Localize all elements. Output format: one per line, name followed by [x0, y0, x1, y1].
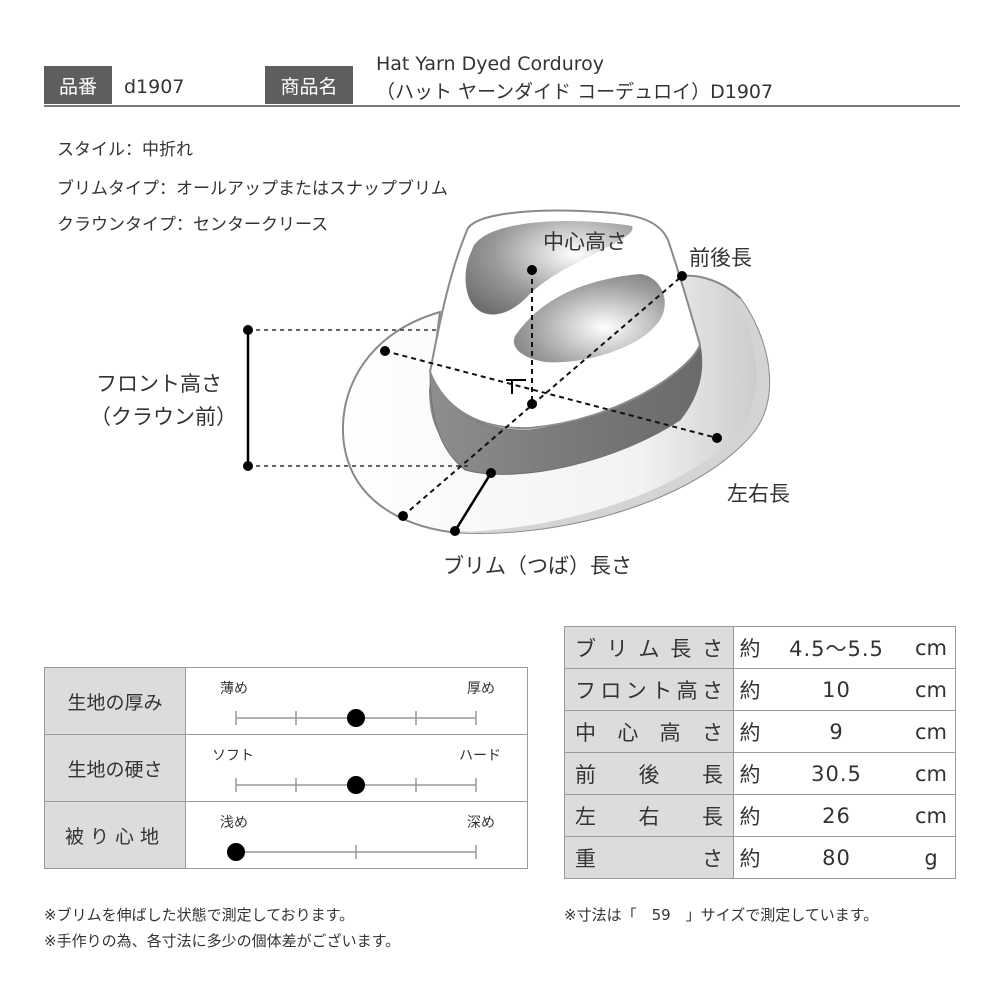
- size-value: 26: [766, 794, 907, 837]
- scale-track: [227, 843, 477, 861]
- size-value: 10: [766, 668, 907, 711]
- size-about: 約: [733, 710, 766, 753]
- size-unit: cm: [907, 710, 956, 753]
- header-divider: [44, 105, 960, 107]
- size-unit: cm: [907, 668, 956, 711]
- size-label: 中心高さ: [564, 710, 734, 753]
- size-label: 前後長: [564, 752, 734, 795]
- size-unit: g: [907, 836, 956, 879]
- fabric-table: 生地の厚み 薄め 厚め 生地の硬さ ソフト ハード 被り心地 浅め 深め: [44, 667, 528, 869]
- size-unit: cm: [907, 752, 956, 795]
- fabric-label: 生地の硬さ: [44, 734, 186, 802]
- hat-diagram: [243, 209, 771, 536]
- size-about: 約: [733, 794, 766, 837]
- fabric-label: 被り心地: [44, 801, 186, 869]
- fabric-row: 生地の硬さ ソフト ハード: [44, 734, 528, 802]
- size-label: フロント高さ: [564, 668, 734, 711]
- size-label: 左右長: [564, 794, 734, 837]
- note-measurement: ※ブリムを伸ばした状態で測定しております。: [44, 906, 355, 924]
- spec-brim-type: ブリムタイプ：オールアップまたはスナップブリム: [57, 179, 448, 199]
- size-unit: cm: [907, 794, 956, 837]
- spec-crown-type: クラウンタイプ：センタークリース: [57, 215, 329, 235]
- scale-right-label: 厚め: [467, 681, 495, 697]
- label-front-back-length: 前後長: [689, 246, 752, 270]
- spec-style: スタイル：中折れ: [57, 140, 193, 160]
- size-about: 約: [733, 668, 766, 711]
- product-name-en: Hat Yarn Dyed Corduroy: [376, 53, 605, 75]
- size-value: 4.5～5.5: [766, 626, 907, 669]
- label-brim-length: ブリム（つば）長さ: [443, 554, 632, 578]
- scale-right-label: 深め: [467, 815, 495, 831]
- fabric-row: 被り心地 浅め 深め: [44, 801, 528, 869]
- size-unit: cm: [907, 626, 956, 669]
- scale-marker: [227, 843, 245, 861]
- scale-marker: [347, 709, 365, 727]
- scale-left-label: 薄め: [220, 681, 248, 697]
- label-front-height-sub: （クラウン前）: [90, 405, 237, 429]
- fabric-label: 生地の厚み: [44, 667, 186, 735]
- item-number-label: 品番: [44, 66, 112, 104]
- label-front-height: フロント高さ: [96, 372, 222, 396]
- scale-left-label: ソフト: [212, 748, 254, 764]
- note-handmade: ※手作りの為、各寸法に多少の個体差がございます。: [44, 932, 401, 950]
- hat-band: [429, 343, 703, 475]
- fabric-scale: 薄め 厚め: [185, 667, 528, 735]
- size-label: 重さ: [564, 836, 734, 879]
- left-right-line: [384, 350, 718, 439]
- front-back-line: [402, 275, 683, 517]
- label-left-right-length: 左右長: [727, 482, 790, 506]
- fabric-scale: ソフト ハード: [185, 734, 528, 802]
- note-size: ※寸法は「 59 」サイズで測定しています。: [564, 906, 879, 924]
- size-value: 30.5: [766, 752, 907, 795]
- crown-dent-bottom: [513, 274, 665, 363]
- scale-right-label: ハード: [459, 748, 501, 764]
- product-name-jp: （ハット ヤーンダイド コーデュロイ）D1907: [376, 81, 774, 103]
- size-value: 9: [766, 710, 907, 753]
- size-about: 約: [733, 626, 766, 669]
- brim-length-line: [453, 472, 493, 532]
- fabric-row: 生地の厚み 薄め 厚め: [44, 667, 528, 735]
- label-center-height: 中心高さ: [543, 230, 627, 254]
- size-label: ブリム長さ: [564, 626, 734, 669]
- size-about: 約: [733, 836, 766, 879]
- size-about: 約: [733, 752, 766, 795]
- crown-dent-top: [465, 221, 633, 315]
- scale-track: [235, 776, 477, 794]
- scale-left-label: 浅め: [220, 815, 248, 831]
- scale-track: [235, 709, 477, 727]
- scale-marker: [347, 776, 365, 794]
- product-name-label: 商品名: [265, 66, 353, 104]
- fabric-scale: 浅め 深め: [185, 801, 528, 869]
- item-number: d1907: [124, 76, 185, 98]
- size-value: 80: [766, 836, 907, 879]
